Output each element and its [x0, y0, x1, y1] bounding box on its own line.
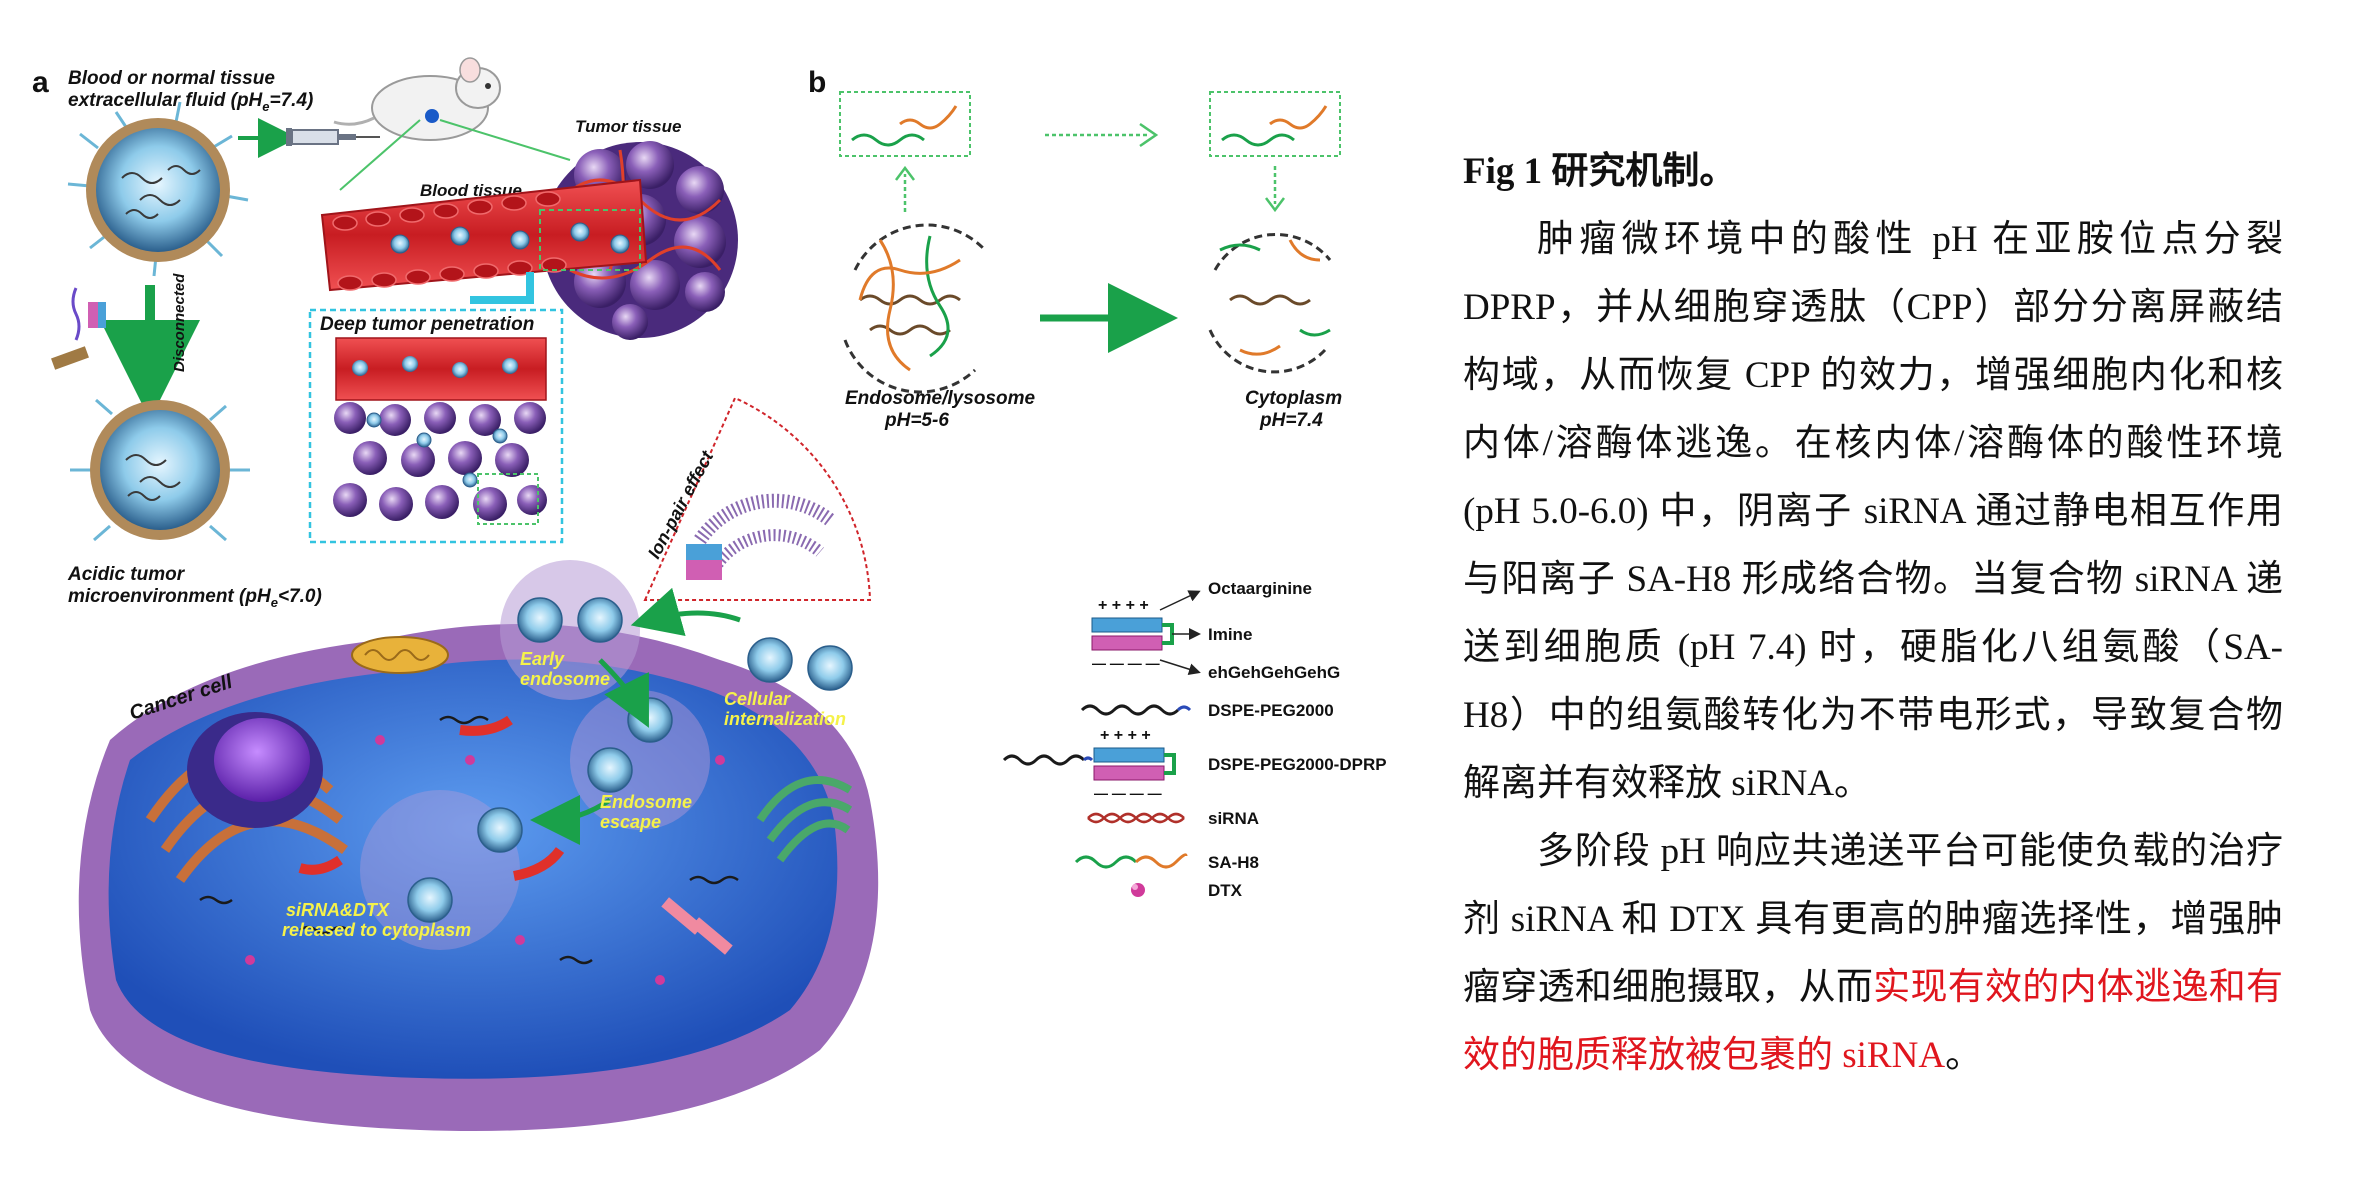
blood-normal-subscript: e [262, 99, 269, 114]
legend-dtx: DTX [1208, 881, 1243, 900]
released-label-2: released to cytoplasm [282, 920, 471, 940]
cytoplasm-complex-icon [1208, 232, 1332, 374]
red-curved-arrows [298, 715, 565, 881]
legend-dspe-peg-icon-tail [1176, 705, 1192, 712]
acidic-label-2: microenvironment (pHe<7.0) [68, 586, 322, 610]
nanoparticle-bottom-icon [70, 398, 250, 542]
nanoparticle-top-icon [67, 101, 249, 277]
legend-octa-pointer [1159, 590, 1201, 611]
legend-dprp-blue [1091, 617, 1163, 633]
cytoplasm-ph-label: pH=7.4 [1259, 410, 1323, 431]
mouse-icon [333, 57, 501, 141]
mechanism-figure: a Blood or normal tissue extracellular f… [32, 57, 1387, 1131]
syringe-icon [286, 128, 380, 146]
legend-ehg-pointer [1159, 659, 1201, 676]
blood-normal-label-2: extracellular fluid (pHe=7.4) [68, 90, 313, 114]
cellular-internalization-label-1: Cellular [724, 689, 791, 709]
blood-normal-label-2-end: =7.4) [270, 90, 314, 111]
legend-imine: Imine [1208, 625, 1252, 644]
acidic-subscript: e [271, 595, 278, 610]
legend-dprp-pink [1091, 635, 1163, 651]
endosome-escape-label-2: escape [600, 812, 661, 832]
acidic-label-2-main: microenvironment (pH [68, 586, 272, 607]
legend-dspe-peg: DSPE-PEG2000 [1208, 701, 1334, 720]
detached-peg-icon [51, 287, 106, 370]
endosome-ph-label: pH=5-6 [884, 410, 949, 431]
acidic-label-1: Acidic tumor [67, 564, 186, 585]
legend: + + + + — — — — Octaarginine Imine ehGeh… [1002, 579, 1387, 900]
blood-vessel-icon [320, 178, 648, 292]
early-endosome-label-1: Early [520, 649, 565, 669]
caption: Fig 1 研究机制。 肿瘤微环境中的酸性 pH 在亚胺位点分裂 DPRP，并从… [1463, 138, 2283, 1090]
legend-dspe-dprp-link-icon [1082, 756, 1094, 762]
penetration-np-icon [366, 412, 508, 488]
pink-blocks-icon [661, 897, 733, 955]
mouse-to-tumor-line [439, 119, 571, 161]
legend-dspe-dprp-pink [1093, 765, 1165, 781]
golgi-icon [756, 776, 853, 863]
legend-ehg: ehGehGehGehG [1208, 663, 1340, 682]
legend-dprp-plus: + + + + [1100, 727, 1151, 744]
blood-normal-label-1: Blood or normal tissue [68, 68, 275, 89]
legend-dspe-dprp-peg-icon [1002, 754, 1086, 766]
legend-plus: + + + + [1098, 597, 1149, 614]
dotted-arrow-up-left-head [895, 165, 915, 181]
cytoplasm-label: Cytoplasm [1245, 388, 1342, 409]
legend-sah8: SA-H8 [1208, 853, 1259, 872]
dotted-arrow-right-top-head [1139, 122, 1159, 148]
legend-dtx-icon-highlight [1132, 884, 1138, 890]
endosome-lysosome-label: Endosome/lysosome [845, 388, 1035, 409]
caption-paragraph-1: 肿瘤微环境中的酸性 pH 在亚胺位点分裂 DPRP，并从细胞穿透肽（CPP）部分… [1463, 219, 2283, 804]
legend-sirna: siRNA [1208, 809, 1259, 828]
caption-title: Fig 1 研究机制。 [1463, 138, 2283, 206]
internalization-arrows [530, 587, 741, 845]
early-endosome-label-2: endosome [520, 669, 610, 689]
mitochondria-icon [351, 636, 449, 674]
blood-normal-label-2-main: extracellular fluid (pH [68, 90, 264, 111]
nucleus-icon [187, 712, 323, 828]
legend-sah8-green [1074, 855, 1138, 869]
released-label-1: siRNA&DTX [286, 900, 390, 920]
disconnected-label: Disconnected [171, 273, 188, 372]
sah8-strand-right-icon [1221, 105, 1328, 147]
caption-paragraph-2-text: 多阶段 pH 响应共递送平台可能使负载的治疗剂 siRNA 和 DTX 具有更高… [1463, 831, 2283, 1008]
caption-paragraph-2: 多阶段 pH 响应共递送平台可能使负载的治疗剂 siRNA 和 DTX 具有更高… [1463, 818, 2283, 1090]
caption-highlight: 实现有效的内体逃逸和有效的胞质释放被包裹的 siRNA [1463, 967, 2284, 1076]
sah8-release-box-left [839, 91, 971, 157]
endosome-escape-label-1: Endosome [600, 792, 692, 812]
caption-title-text: Fig 1 研究机制。 [1463, 151, 1737, 192]
cell-np-icons [407, 597, 853, 923]
sah8-release-box-right [1209, 91, 1341, 157]
penetration-zoom-box [477, 473, 539, 525]
panel-b-label: b [808, 66, 826, 99]
legend-octaarginine: Octaarginine [1208, 579, 1312, 598]
legend-minus: — — — — [1092, 655, 1160, 671]
deep-penetration-label: Deep tumor penetration [320, 314, 534, 335]
sah8-strand-left-icon [851, 105, 958, 147]
caption-paragraph-2-end: 。 [1945, 1035, 1983, 1076]
cellular-internalization-label-2: internalization [724, 709, 846, 729]
dtx-dots-icon [245, 735, 725, 985]
panel-a-label: a [32, 66, 49, 99]
legend-dspe-dprp-bracket [1164, 753, 1176, 775]
mouse-to-blood-line [339, 119, 421, 191]
tumor-tissue-label: Tumor tissue [575, 117, 681, 136]
legend-imine-bracket [1162, 623, 1174, 645]
penetration-cells-icon [333, 402, 547, 521]
cytoplasm-sirna-icons [199, 715, 739, 965]
legend-dprp-minus: — — — — [1094, 785, 1162, 801]
legend-dspe-peg-dprp: DSPE-PEG2000-DPRP [1208, 755, 1387, 774]
legend-sah8-orange [1134, 853, 1188, 869]
penetration-vessel-icon [335, 337, 547, 401]
legend-sirna-icon [1087, 812, 1185, 824]
ion-pair-wedge-icon [643, 396, 872, 601]
dotted-arrow-down-right-head [1265, 197, 1285, 213]
legend-dspe-peg-icon [1080, 704, 1180, 716]
legend-dspe-dprp-blue [1093, 747, 1165, 763]
tumor-zoom-box [539, 209, 641, 271]
flow-arrow [470, 272, 534, 304]
endosome-complex-icon [843, 223, 987, 394]
acidic-label-2-end: <7.0) [278, 586, 322, 607]
